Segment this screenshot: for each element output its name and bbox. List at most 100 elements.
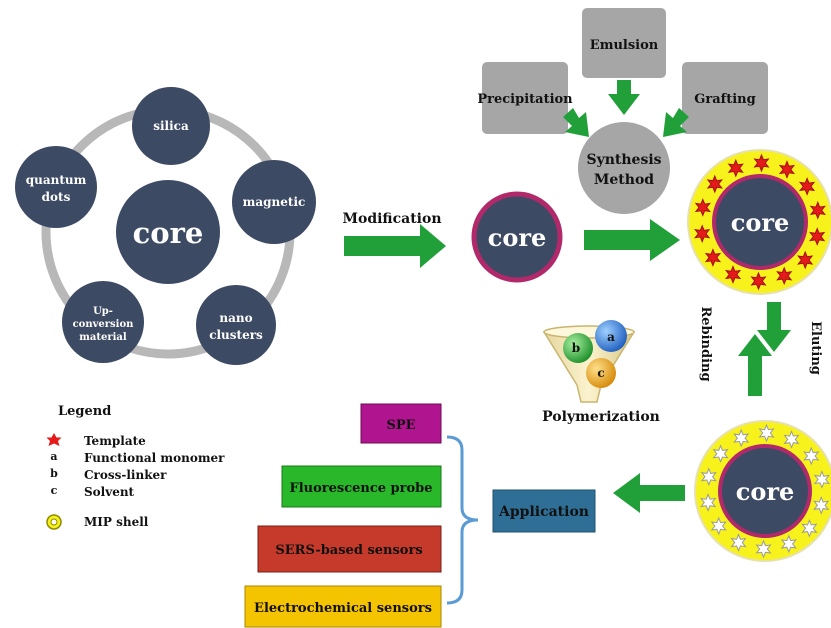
monomer-ball-label: a [607, 330, 615, 344]
template-star-icon [704, 248, 722, 267]
polymerization-funnel: a b c [542, 320, 636, 403]
application-box [492, 489, 596, 533]
mip-with-template: core [687, 149, 831, 295]
core-center-node [116, 180, 220, 284]
template-star-icon [694, 198, 711, 217]
eluting-arrow [757, 302, 791, 352]
grafting-arrow [663, 108, 689, 137]
nano-clusters-label-line2: clusters [209, 328, 263, 342]
cavity-star-icon [710, 516, 727, 536]
precipitation-arrow [563, 108, 589, 137]
legend-item-mip-shell: MIP shell [44, 514, 244, 531]
core-center-label: core [133, 216, 204, 250]
silica-label: silica [153, 119, 189, 133]
cavity-star-icon [803, 446, 820, 466]
up-conversion-label-line2: conversion [73, 319, 135, 330]
template-star-icon [809, 200, 826, 220]
legend-solvent-symbol: c [50, 484, 58, 497]
cavity-star-icon [712, 444, 729, 464]
cavity-star-icon [813, 470, 830, 489]
template-star-icon [724, 265, 742, 284]
cavity-star-icon [783, 430, 800, 449]
eluting-label: Eluting [808, 321, 823, 375]
monomer-ball [595, 320, 627, 352]
nano-clusters-node [196, 285, 276, 365]
cross-linker-ball-label: b [572, 341, 580, 355]
legend-item-template: Template [44, 433, 244, 450]
legend-solvent-label: Solvent [84, 485, 135, 499]
modification-label: Modification [342, 211, 441, 227]
template-star-icon [753, 153, 770, 173]
legend-item-functional-monomer: a Functional monomer [44, 450, 244, 467]
legend-template-label: Template [84, 434, 146, 448]
legend-monomer-label: Functional monomer [84, 451, 225, 465]
magnetic-label: magnetic [243, 195, 306, 209]
template-star-icon [778, 160, 796, 179]
emulsion-box [582, 8, 666, 78]
legend-cross-linker-label: Cross-linker [84, 468, 167, 482]
electrochemical-sensors-box [244, 585, 442, 628]
precipitation-box [482, 62, 568, 134]
sers-sensors-label: SERS-based sensors [275, 543, 422, 558]
legend-item-solvent: c Solvent [44, 484, 244, 501]
grafting-box [682, 62, 768, 134]
modified-core-label: core [488, 223, 547, 252]
cavity-stars [700, 423, 830, 559]
quantum-dots-label-line2: dots [42, 190, 71, 204]
silica-node [132, 87, 210, 165]
legend-template-star-icon [46, 433, 62, 446]
synthesis-label-line1: Synthesis [586, 152, 661, 168]
legend-title: Legend [58, 404, 112, 419]
template-star-icon [727, 158, 744, 178]
synthesis-label-line2: Method [594, 172, 654, 188]
emulsion-arrow [608, 80, 640, 115]
template-star-icon [776, 266, 793, 286]
legend-symbols [46, 433, 62, 530]
template-star-icon [798, 177, 816, 196]
precipitation-label: Precipitation [477, 92, 573, 107]
legend-mip-shell-label: MIP shell [84, 515, 149, 529]
spe-box [360, 403, 442, 444]
electrochemical-sensors-label: Electrochemical sensors [254, 601, 432, 616]
solvent-ball-label: c [597, 366, 604, 380]
legend-monomer-symbol: a [50, 450, 58, 463]
cross-linker-ball [563, 333, 593, 363]
emulsion-label: Emulsion [590, 38, 659, 53]
up-conversion-node [62, 281, 144, 363]
cavity-star-icon [700, 467, 717, 487]
template-star-icon [797, 250, 814, 270]
cavity-star-icon [801, 518, 818, 538]
application-label: Application [498, 504, 589, 520]
template-stars [694, 153, 826, 291]
template-star-icon [809, 227, 826, 246]
application-arrow [613, 473, 685, 513]
legend-cross-linker-symbol: b [50, 467, 58, 480]
legend-item-cross-linker: b Cross-linker [44, 467, 244, 484]
legend-mip-shell-icon-inner [50, 518, 58, 526]
eluted-mip-core-label: core [736, 477, 795, 506]
mip-core-label: core [731, 208, 790, 237]
cavity-star-icon [780, 534, 797, 554]
quantum-dots-node [15, 146, 97, 228]
grafting-label: Grafting [694, 92, 755, 107]
modified-core-particle [471, 191, 563, 283]
solvent-ball [586, 358, 616, 388]
mip-core [712, 174, 808, 270]
quantum-dots-label-line1: quantum [26, 173, 87, 187]
modification-arrow [344, 224, 446, 268]
nano-clusters-label-line1: nano [219, 311, 252, 325]
cavity-star-icon [755, 539, 772, 559]
up-conversion-label-line1: Up- [93, 306, 113, 317]
rebinding-label: Rebinding [698, 306, 713, 381]
cavity-star-icon [758, 423, 775, 443]
template-star-icon [750, 271, 767, 291]
fluorescence-probe-box [281, 465, 442, 508]
core-ring-group: core silica magnetic nano clusters Up- c… [15, 87, 316, 365]
template-star-icon [694, 224, 711, 244]
magnetic-node [232, 160, 316, 244]
application-bracket [446, 435, 479, 605]
polymerization-label: Polymerization [542, 409, 660, 425]
template-star-icon [706, 174, 723, 194]
up-conversion-label-line3: material [79, 332, 127, 343]
